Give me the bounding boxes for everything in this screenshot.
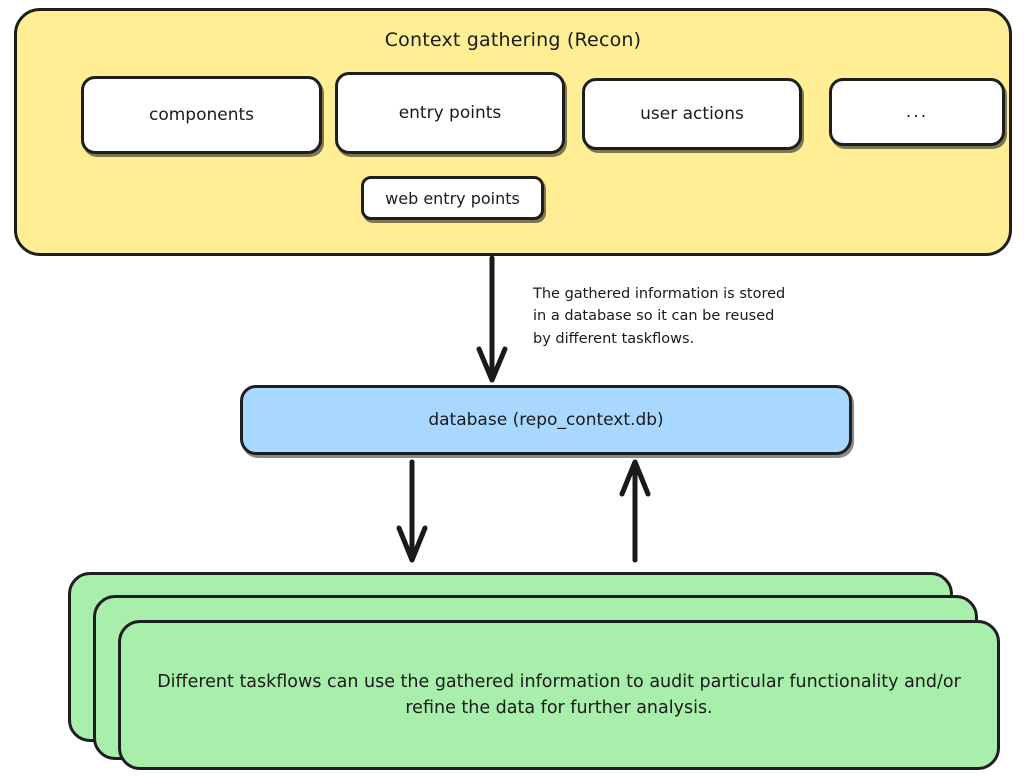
database-node[interactable]: database (repo_context.db)	[240, 385, 852, 455]
chip-more[interactable]: ...	[829, 78, 1005, 146]
database-node-label: database (repo_context.db)	[428, 410, 664, 430]
chip-entry-points-label: entry points	[398, 103, 502, 123]
chip-more-label: ...	[905, 102, 929, 122]
taskflow-card-front[interactable]: Different taskflows can use the gathered…	[118, 620, 1000, 770]
chip-user-actions[interactable]: user actions	[582, 78, 802, 150]
taskflow-description: Different taskflows can use the gathered…	[147, 669, 971, 722]
annotation-note: The gathered information is stored in a …	[533, 283, 863, 350]
annotation-line-2: in a database so it can be reused	[533, 308, 775, 325]
chip-entry-points[interactable]: entry points	[335, 72, 565, 154]
recon-group: Context gathering (Recon) components ent…	[14, 8, 1012, 256]
arrow-taskflows-to-database	[619, 459, 651, 563]
recon-group-title: Context gathering (Recon)	[384, 29, 642, 51]
chip-components-label: components	[148, 105, 255, 125]
taskflow-description-line-1: Different taskflows can use the gathered…	[157, 671, 899, 692]
arrow-recon-to-database	[476, 255, 508, 383]
arrow-database-to-taskflows	[396, 459, 428, 563]
chip-web-entry-points[interactable]: web entry points	[361, 176, 544, 220]
annotation-line-3: by different taskflows.	[533, 330, 695, 347]
chip-user-actions-label: user actions	[640, 104, 744, 124]
chip-components[interactable]: components	[81, 76, 322, 154]
annotation-line-1: The gathered information is stored	[533, 286, 786, 302]
taskflow-description-line-2: and/or refine the data for further analy…	[405, 671, 961, 718]
chip-web-entry-points-label: web entry points	[385, 188, 520, 208]
